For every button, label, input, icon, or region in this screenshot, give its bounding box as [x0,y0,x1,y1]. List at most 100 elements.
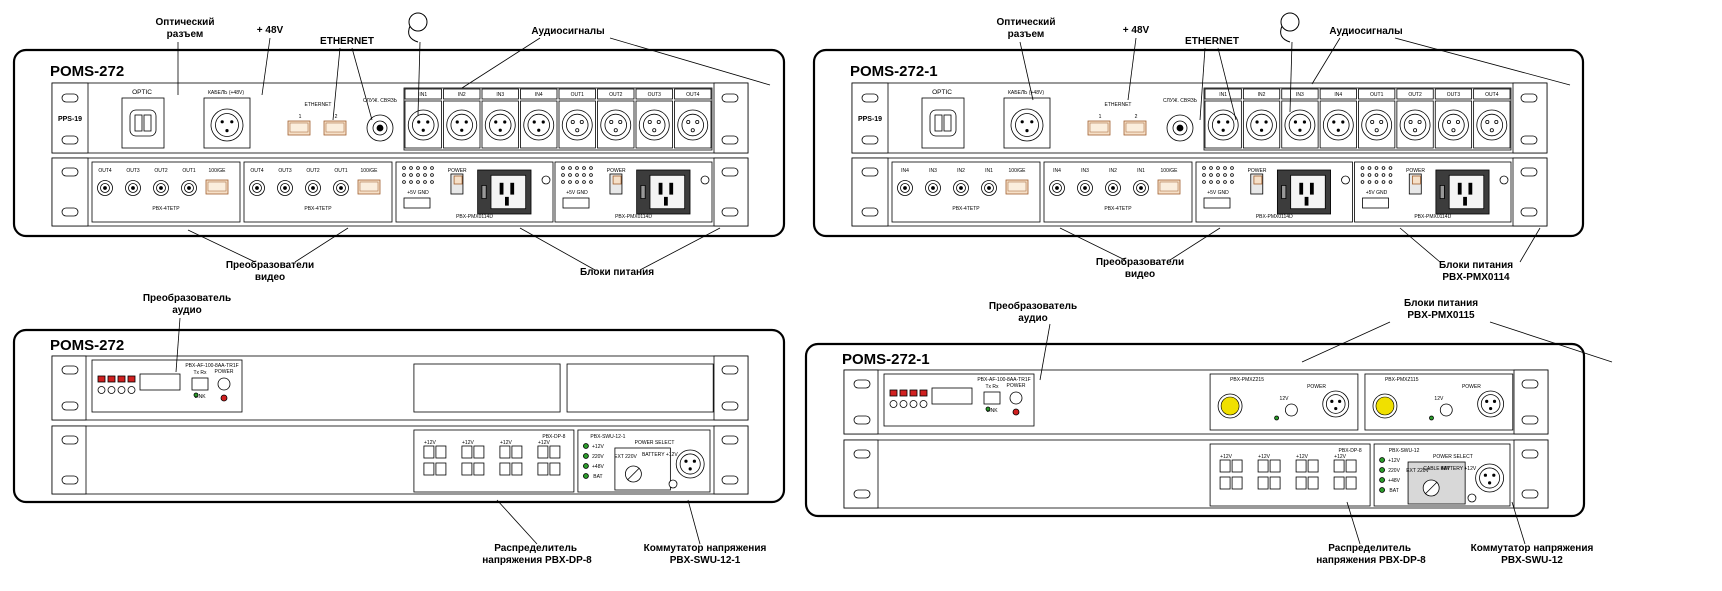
power-select-label: POWER SELECT [1433,454,1473,460]
switch-led [583,453,589,459]
cable-48v-label: КАБЕЛЬ (+48V) [1008,90,1044,96]
psu-name: PBX-PMXZ215 [1230,377,1264,383]
psu-name: PBX-PMX0114D [615,214,652,220]
xlr-inner [1442,113,1465,137]
psu-voltage-label: 12V [1434,396,1444,402]
socket-pin [663,196,668,206]
audio-port-label-box [404,88,442,100]
callout-audio-signals-r: Аудиосигналы [1329,26,1402,37]
cable-48v-label: КАБЕЛЬ (+48V) [208,90,244,96]
xlr-pin [1379,120,1384,125]
xlr-pin [1259,128,1264,132]
indicator-dot [409,180,413,184]
indicator-dot [561,173,565,177]
leader-line [1394,37,1571,86]
distributor-voltage-label: +12V [1220,454,1232,460]
indicator-dot [1360,173,1365,177]
audio-jack [909,400,918,408]
leader-line [1199,47,1206,121]
xlr-pin [695,120,700,125]
indicator-dot [402,180,406,184]
callout-48v: + 48V [257,25,284,36]
indicator-dot [416,166,420,170]
xlr-pin [688,467,692,471]
xlr-pin [1302,120,1307,124]
indicator-dot [1209,173,1213,177]
switch-led [1379,477,1385,483]
psu-voltage-label: +5V GND [566,190,588,196]
indicator-dot [416,173,420,177]
xlr-pin [1492,399,1497,403]
xlr-pin [1226,120,1230,124]
video-port-label: 100/GE [1161,168,1179,174]
selector-pointer [627,467,640,481]
xlr-pin [690,128,695,133]
socket-pin [658,182,663,195]
xlr-pin [1489,128,1494,133]
audio-jack [117,386,126,394]
terminal-block [1231,459,1243,473]
xlr-pin [220,120,224,124]
terminal-block [1345,459,1357,473]
bnc-pin [103,186,107,190]
audio-port-label-box [1396,88,1434,100]
psu-switch-rocker [1253,175,1263,185]
xlr-pin [1298,128,1302,132]
video-port-label: IN3 [929,168,937,174]
audio-led [97,375,106,383]
terminal-block [1333,459,1345,473]
rack-ear-hole [853,379,871,389]
psu-terminal [1362,197,1389,209]
terminal-block [499,462,511,476]
callout-psu: Блоки питания [580,267,654,278]
socket-pin [1457,182,1462,195]
callout-distributor-r: Распределитель напряжения PBX-DP-8 [1316,543,1426,566]
xlr-pin [1489,406,1493,411]
audio-port-label-box [520,88,558,100]
video-port-label: OUT2 [306,168,320,174]
xlr-pin [647,120,652,125]
audio-input-label: IN1 [419,92,427,98]
bnc-pin [1055,186,1059,190]
terminal-block [1269,476,1281,490]
service-link-label: СЛУЖ. СВЯЗЬ [1163,98,1198,104]
video-port-label: 100/GE [209,168,227,174]
indicator-dot [1209,166,1213,170]
selector-pointer [1424,481,1438,495]
psu-yellow-connector [1220,396,1240,416]
terminal-block [1345,476,1357,490]
distributor-name: PBX-DP-8 [542,434,565,440]
indicator-dot [1216,173,1220,177]
indicator-dot [1202,180,1206,184]
audio-output-label: OUT3 [648,92,662,98]
audio-input-label: IN4 [1334,92,1342,98]
xlr-inner [1365,113,1388,137]
xlr-pin [1370,120,1375,125]
terminal-block [435,445,447,459]
fuse-holder [640,184,646,199]
rack-ear-hole [853,449,871,459]
audio-led [889,389,898,397]
xlr-pin [541,120,545,124]
xlr-inner [215,113,239,137]
indicator-dot [1381,173,1386,177]
xlr-pin [537,128,541,132]
power-select-label: POWER SELECT [635,440,675,446]
switch-led-label: BAT [593,474,602,480]
ethernet-label: ETHERNET [305,102,332,108]
indicator-dot [1223,166,1227,170]
audio-led [127,375,136,383]
socket-pin [1309,182,1314,195]
audio-display [139,373,181,391]
audio-jack [127,386,136,394]
indicator-dot [409,166,413,170]
rack-ear-hole [61,475,79,485]
audio-output-label: OUT2 [1408,92,1422,98]
audio-input-label: IN1 [1219,92,1227,98]
callout-line: Блоки питания [1439,260,1513,271]
xlr-inner [450,113,473,137]
headset-mic-icon [408,25,419,43]
